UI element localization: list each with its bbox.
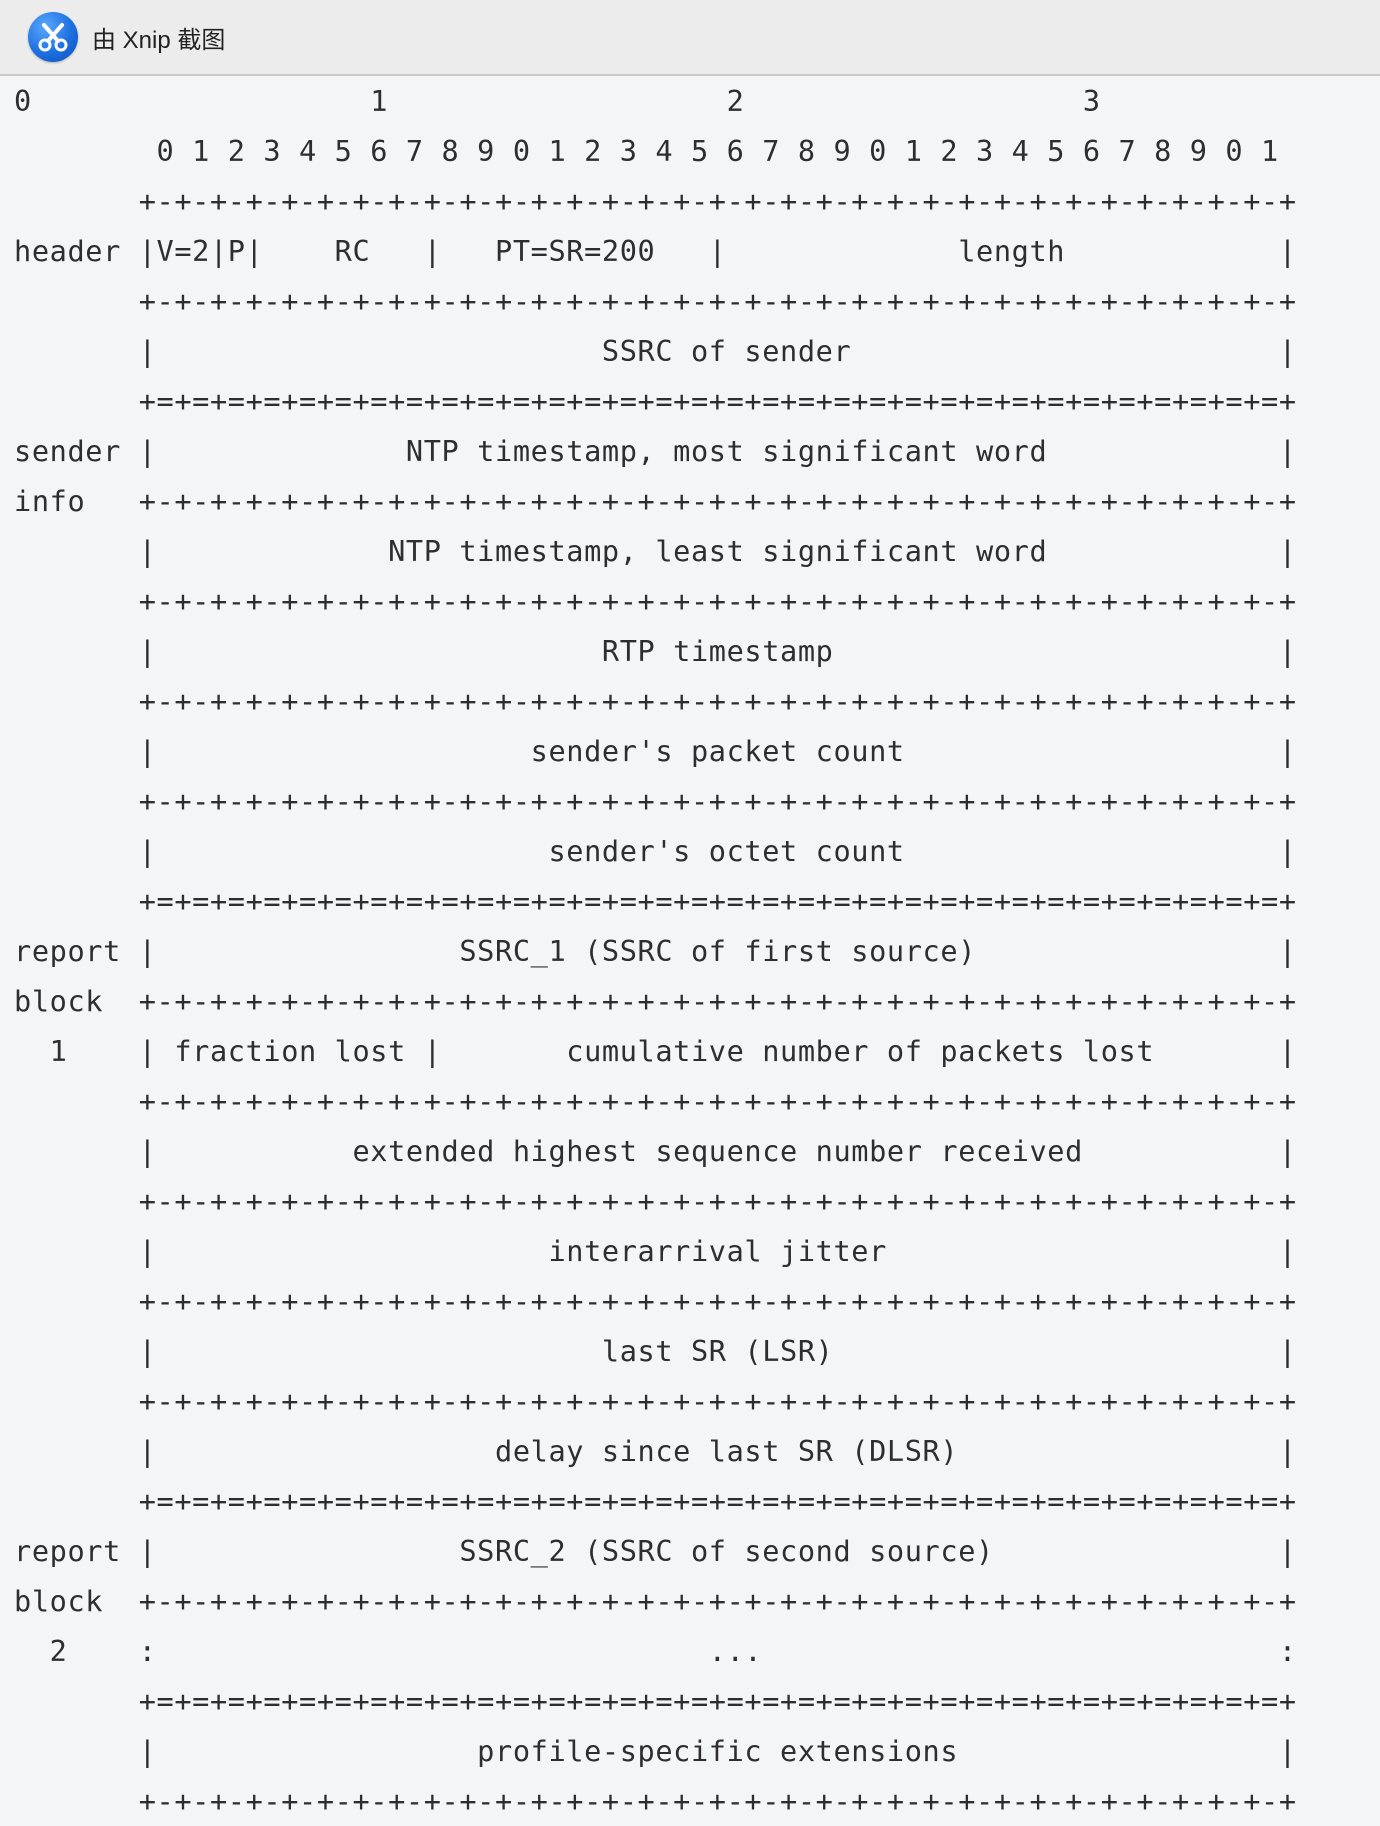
section-divider-line: +=+=+=+=+=+=+=+=+=+=+=+=+=+=+=+=+=+=+=+=… [14,384,1297,418]
diagram-border-line: info +-+-+-+-+-+-+-+-+-+-+-+-+-+-+-+-+-+… [14,484,1297,518]
diagram-border-line: +-+-+-+-+-+-+-+-+-+-+-+-+-+-+-+-+-+-+-+-… [14,784,1297,818]
diagram-border-line: +-+-+-+-+-+-+-+-+-+-+-+-+-+-+-+-+-+-+-+-… [14,684,1297,718]
diagram-border-line: +-+-+-+-+-+-+-+-+-+-+-+-+-+-+-+-+-+-+-+-… [14,1184,1297,1218]
fraction-lost-row: 1 | fraction lost | cumulative number of… [14,1034,1297,1068]
dlsr-row: | delay since last SR (DLSR) | [14,1434,1297,1468]
section-divider-line: +=+=+=+=+=+=+=+=+=+=+=+=+=+=+=+=+=+=+=+=… [14,884,1297,918]
last-sr-row: | last SR (LSR) | [14,1334,1297,1368]
window-titlebar: 由 Xnip 截图 [0,0,1380,76]
diagram-border-line: +-+-+-+-+-+-+-+-+-+-+-+-+-+-+-+-+-+-+-+-… [14,1284,1297,1318]
header-row-fields: header |V=2|P| RC | PT=SR=200 | length | [14,234,1297,268]
bit-group-header: 0 1 2 3 [14,84,1101,118]
ntp-msw-row: sender | NTP timestamp, most significant… [14,434,1297,468]
diagram-border-line: block +-+-+-+-+-+-+-+-+-+-+-+-+-+-+-+-+-… [14,984,1297,1018]
ssrc-2-row: report | SSRC_2 (SSRC of second source) … [14,1534,1297,1568]
section-divider-line: +=+=+=+=+=+=+=+=+=+=+=+=+=+=+=+=+=+=+=+=… [14,1684,1297,1718]
ssrc-1-row: report | SSRC_1 (SSRC of first source) | [14,934,1297,968]
ellipsis-row: 2 : ... : [14,1634,1297,1668]
rtp-timestamp-row: | RTP timestamp | [14,634,1297,668]
diagram-border-line: +-+-+-+-+-+-+-+-+-+-+-+-+-+-+-+-+-+-+-+-… [14,584,1297,618]
diagram-border-line: +-+-+-+-+-+-+-+-+-+-+-+-+-+-+-+-+-+-+-+-… [14,1784,1297,1818]
diagram-border-line: +-+-+-+-+-+-+-+-+-+-+-+-+-+-+-+-+-+-+-+-… [14,284,1297,318]
section-divider-line: +=+=+=+=+=+=+=+=+=+=+=+=+=+=+=+=+=+=+=+=… [14,1484,1297,1518]
rtcp-sender-report-diagram: 0 1 2 3 0 1 2 3 4 5 6 7 8 9 0 1 2 3 4 5 … [0,76,1380,1826]
interarrival-jitter-row: | interarrival jitter | [14,1234,1297,1268]
octet-count-row: | sender's octet count | [14,834,1297,868]
bit-index-header: 0 1 2 3 4 5 6 7 8 9 0 1 2 3 4 5 6 7 8 9 … [14,134,1279,168]
window-title: 由 Xnip 截图 [92,26,226,54]
ntp-lsw-row: | NTP timestamp, least significant word … [14,534,1297,568]
extended-seq-row: | extended highest sequence number recei… [14,1134,1297,1168]
xnip-app-icon[interactable] [28,12,78,62]
packet-count-row: | sender's packet count | [14,734,1297,768]
scissors-icon [38,23,68,52]
diagram-border-line: +-+-+-+-+-+-+-+-+-+-+-+-+-+-+-+-+-+-+-+-… [14,184,1297,218]
profile-extensions-row: | profile-specific extensions | [14,1734,1297,1768]
diagram-border-line: block +-+-+-+-+-+-+-+-+-+-+-+-+-+-+-+-+-… [14,1584,1297,1618]
diagram-border-line: +-+-+-+-+-+-+-+-+-+-+-+-+-+-+-+-+-+-+-+-… [14,1084,1297,1118]
diagram-border-line: +-+-+-+-+-+-+-+-+-+-+-+-+-+-+-+-+-+-+-+-… [14,1384,1297,1418]
ssrc-of-sender-row: | SSRC of sender | [14,334,1297,368]
